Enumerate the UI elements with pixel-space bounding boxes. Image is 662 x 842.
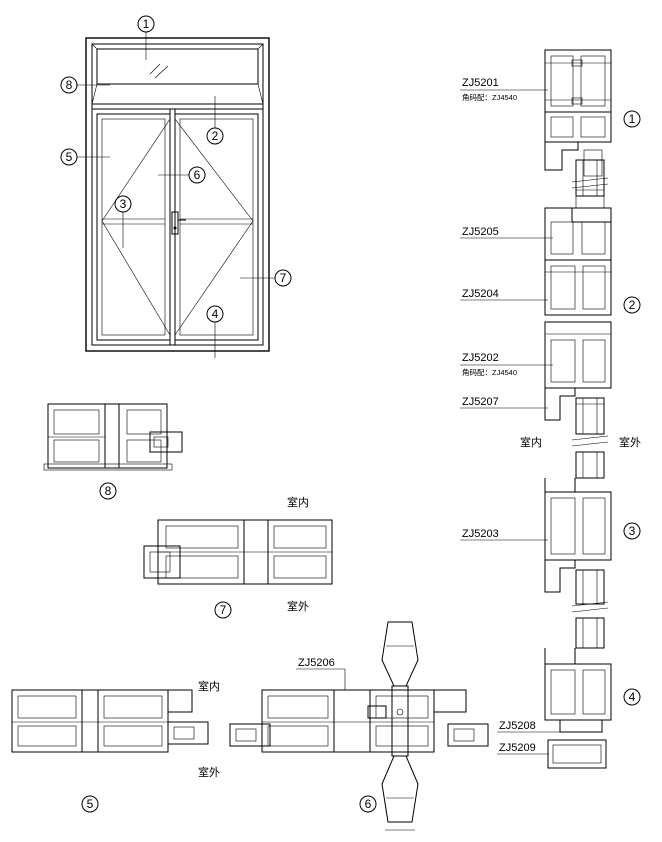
outdoor-label-5: 室外 bbox=[198, 765, 220, 779]
corner-note-1: 角码配：ZJ4540 bbox=[462, 92, 517, 102]
glass-pane-mid-lower bbox=[575, 451, 605, 479]
door-elevation bbox=[85, 37, 270, 352]
profile-leaders bbox=[296, 89, 561, 755]
handle-spindle bbox=[391, 685, 409, 757]
profile-zj5201 bbox=[544, 49, 612, 113]
detail-callout-6: 6 bbox=[359, 795, 377, 813]
svg-text:7: 7 bbox=[220, 603, 227, 617]
detail-6-section bbox=[229, 621, 489, 831]
profile-zj5202 bbox=[544, 321, 612, 389]
profile-zj5203 bbox=[544, 491, 612, 561]
detail-8-section bbox=[43, 403, 183, 471]
profile-zj5207 bbox=[544, 388, 576, 421]
indoor-label-7: 室内 bbox=[287, 495, 309, 509]
svg-text:2: 2 bbox=[212, 129, 219, 143]
label-zj5205: ZJ5205 bbox=[462, 226, 499, 238]
lever-handle-bottom bbox=[381, 755, 419, 823]
label-zj5204: ZJ5204 bbox=[462, 288, 499, 300]
svg-text:8: 8 bbox=[66, 78, 73, 92]
detail-callout-7: 7 bbox=[214, 601, 232, 619]
section-callout-3: 3 bbox=[623, 522, 641, 540]
section-callout-2: 2 bbox=[623, 296, 641, 314]
svg-text:6: 6 bbox=[194, 168, 201, 182]
svg-text:5: 5 bbox=[87, 797, 94, 811]
callout-8: 8 bbox=[60, 76, 78, 94]
svg-text:8: 8 bbox=[105, 484, 112, 498]
door-inner-frame bbox=[91, 43, 264, 346]
label-zj5202: ZJ5202 bbox=[462, 352, 499, 364]
glass-pane-lower bbox=[575, 569, 605, 605]
svg-text:2: 2 bbox=[629, 298, 636, 312]
indoor-label-5: 室内 bbox=[198, 679, 220, 693]
glass-pane-bottom bbox=[575, 617, 605, 649]
svg-text:7: 7 bbox=[280, 271, 287, 285]
glass-reflection-mark bbox=[149, 63, 161, 75]
section-callout-1: 1 bbox=[623, 110, 641, 128]
callout-5: 5 bbox=[60, 148, 78, 166]
profile-zj5205 bbox=[544, 207, 612, 261]
callout-2: 2 bbox=[206, 127, 224, 145]
label-zj5208: ZJ5208 bbox=[499, 720, 536, 732]
callout-6: 6 bbox=[188, 166, 206, 184]
lock-cylinder bbox=[367, 705, 387, 719]
profile-zj5208 bbox=[544, 663, 612, 721]
opening-line bbox=[101, 118, 171, 222]
svg-text:1: 1 bbox=[143, 17, 150, 31]
svg-text:6: 6 bbox=[365, 797, 372, 811]
label-zj5209: ZJ5209 bbox=[499, 742, 536, 754]
glass-pane-mid bbox=[575, 397, 605, 435]
vertical-section bbox=[544, 49, 612, 769]
svg-text:3: 3 bbox=[120, 197, 127, 211]
profile-zj5204 bbox=[544, 259, 612, 316]
transom-glass bbox=[96, 48, 259, 85]
label-zj5207: ZJ5207 bbox=[462, 396, 499, 408]
lever-handle-top bbox=[381, 621, 419, 687]
callout-7: 7 bbox=[274, 269, 292, 287]
callout-1: 1 bbox=[137, 15, 155, 33]
label-zj5206: ZJ5206 bbox=[298, 657, 335, 669]
detail-5-section bbox=[11, 689, 209, 753]
indoor-label-section: 室内 bbox=[520, 435, 542, 449]
outdoor-label-7: 室外 bbox=[287, 599, 309, 613]
svg-text:4: 4 bbox=[629, 690, 636, 704]
profile-transom-lower bbox=[544, 111, 612, 143]
label-zj5203: ZJ5203 bbox=[462, 528, 499, 540]
door-handle bbox=[171, 211, 179, 235]
svg-text:5: 5 bbox=[66, 150, 73, 164]
svg-text:3: 3 bbox=[629, 524, 636, 538]
detail-callout-5: 5 bbox=[81, 795, 99, 813]
callout-3: 3 bbox=[114, 195, 132, 213]
profile-zj5206 bbox=[333, 689, 371, 753]
section-callout-4: 4 bbox=[623, 688, 641, 706]
label-zj5201: ZJ5201 bbox=[462, 77, 499, 89]
svg-text:4: 4 bbox=[212, 307, 219, 321]
corner-note-2: 角码配：ZJ4540 bbox=[462, 367, 517, 377]
outdoor-label-section: 室外 bbox=[619, 435, 641, 449]
detail-callout-8: 8 bbox=[99, 482, 117, 500]
detail-7-section bbox=[143, 519, 333, 585]
svg-text:1: 1 bbox=[629, 112, 636, 126]
profile-zj5209 bbox=[547, 739, 607, 769]
glass-pane-top bbox=[575, 159, 605, 197]
door-callout-leaders bbox=[76, 32, 275, 358]
callout-4: 4 bbox=[206, 305, 224, 323]
left-leaf bbox=[96, 113, 171, 341]
door-outer-frame bbox=[85, 37, 270, 352]
